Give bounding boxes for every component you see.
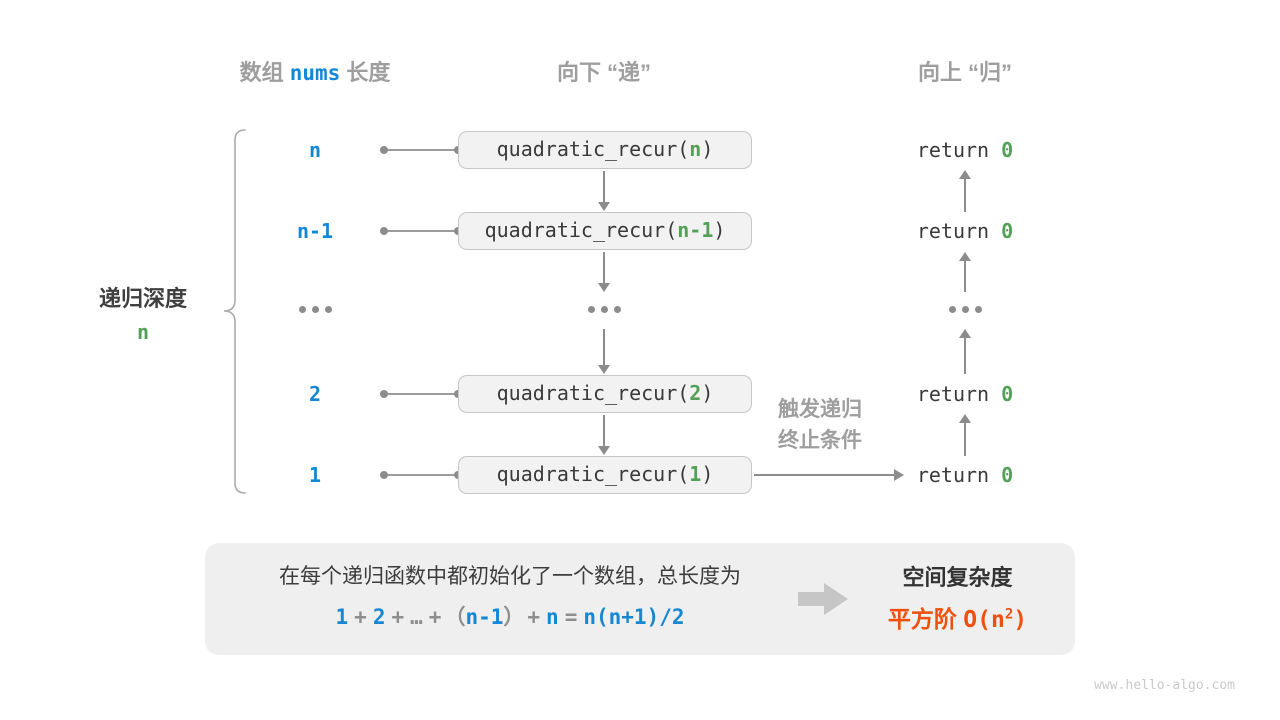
down-arrow-icon: [596, 252, 612, 292]
col-header-array-post: 长度: [340, 60, 391, 85]
complexity-notation-post: ): [1013, 607, 1028, 633]
complexity-notation-pre: O(n: [963, 607, 1005, 633]
call-text: quadratic_recur(: [484, 218, 678, 242]
ellipsis-dots: [588, 306, 621, 313]
return-text-2: return 0: [865, 382, 1065, 406]
return-text-n: return 0: [865, 138, 1065, 162]
call-box-n: quadratic_recur(n): [458, 131, 752, 169]
formula-token: n(n+1)/2: [583, 605, 685, 629]
depth-label-n-1: n-1: [296, 219, 334, 243]
connector-dot: [380, 390, 388, 398]
nums-code-label: nums: [289, 61, 341, 85]
call-arg: 2: [689, 381, 702, 405]
up-arrow-icon: [957, 170, 973, 212]
trigger-note-line2: 终止条件: [778, 429, 862, 452]
formula-token: …: [410, 605, 423, 629]
return-keyword: return: [916, 382, 1002, 406]
call-text: ): [713, 218, 726, 242]
depth-brace: [223, 129, 246, 494]
call-box-n-1: quadratic_recur(n-1): [458, 212, 752, 250]
recursion-depth-label: 递归深度: [98, 286, 187, 311]
call-arg: n: [689, 137, 702, 161]
connector-dot: [380, 227, 388, 235]
connector-dot: [380, 146, 388, 154]
col-header-array-pre: 数组: [239, 60, 290, 85]
formula-token: n-1: [465, 605, 504, 629]
right-arrow-icon: [754, 469, 904, 481]
formula-token: n: [546, 605, 559, 629]
formula-token: =: [564, 605, 578, 629]
up-arrow-icon: [957, 329, 973, 374]
complexity-exponent: 2: [1004, 606, 1014, 623]
formula-token: （: [444, 605, 466, 629]
up-arrow-icon: [957, 252, 973, 292]
complexity-notation: O(n2): [963, 606, 1028, 633]
ellipsis-dots: [299, 306, 332, 313]
call-text: quadratic_recur(: [496, 381, 690, 405]
connector-line: [383, 149, 459, 151]
down-arrow-icon: [596, 329, 612, 374]
col-header-ascend: 向上 “归”: [917, 60, 1013, 85]
depth-label-1: 1: [308, 463, 322, 487]
complexity-order-label: 平方阶: [887, 606, 964, 632]
space-complexity-title: 空间复杂度: [902, 565, 1013, 590]
space-complexity-value: 平方阶 O(n2): [850, 600, 1065, 634]
connector-line: [383, 393, 459, 395]
return-text-n-1: return 0: [865, 219, 1065, 243]
col-header-array-length: 数组 nums 长度: [205, 58, 425, 88]
connector-line: [383, 230, 459, 232]
down-arrow-icon: [596, 415, 612, 455]
formula-token: 2: [372, 605, 386, 629]
call-arg: n-1: [677, 218, 714, 242]
call-box-1: quadratic_recur(1): [458, 456, 752, 494]
depth-label-n: n: [308, 138, 322, 162]
call-text: quadratic_recur(: [496, 137, 690, 161]
call-arg: 1: [689, 462, 702, 486]
formula-token: 1: [335, 605, 349, 629]
return-value: 0: [1001, 219, 1014, 243]
return-keyword: return: [916, 463, 1002, 487]
formula-token: +: [428, 605, 442, 629]
formula-token: +: [354, 605, 367, 629]
return-value: 0: [1001, 382, 1014, 406]
depth-label-2: 2: [308, 382, 322, 406]
return-value: 0: [1001, 463, 1014, 487]
summary-text: 在每个递归函数中都初始化了一个数组，总长度为: [279, 565, 741, 588]
ellipsis-dots: [949, 306, 982, 313]
big-arrow-icon: [798, 583, 848, 615]
trigger-note-line1: 触发递归: [778, 398, 862, 421]
return-keyword: return: [916, 138, 1002, 162]
return-text-1: return 0: [865, 463, 1065, 487]
call-text: quadratic_recur(: [496, 462, 690, 486]
trigger-note: 触发递归 终止条件: [740, 394, 900, 456]
formula-token: +: [527, 605, 541, 629]
formula-token: ）: [503, 605, 525, 629]
col-header-descend: 向下 “递”: [556, 60, 652, 85]
call-text: ): [701, 462, 714, 486]
return-value: 0: [1001, 138, 1014, 162]
call-text: ): [701, 381, 714, 405]
connector-dot: [380, 471, 388, 479]
summary-formula: 1+2+…+（n-1）+n=n(n+1)/2: [205, 601, 815, 631]
summary-panel: 在每个递归函数中都初始化了一个数组，总长度为 1+2+…+（n-1）+n=n(n…: [205, 543, 1075, 655]
down-arrow-icon: [596, 171, 612, 211]
recursion-depth-value: n: [136, 320, 150, 344]
formula-token: +: [391, 605, 405, 629]
call-text: ): [701, 137, 714, 161]
connector-line: [383, 474, 459, 476]
return-keyword: return: [916, 219, 1002, 243]
call-box-2: quadratic_recur(2): [458, 375, 752, 413]
watermark: www.hello-algo.com: [1094, 678, 1235, 693]
up-arrow-icon: [957, 414, 973, 456]
